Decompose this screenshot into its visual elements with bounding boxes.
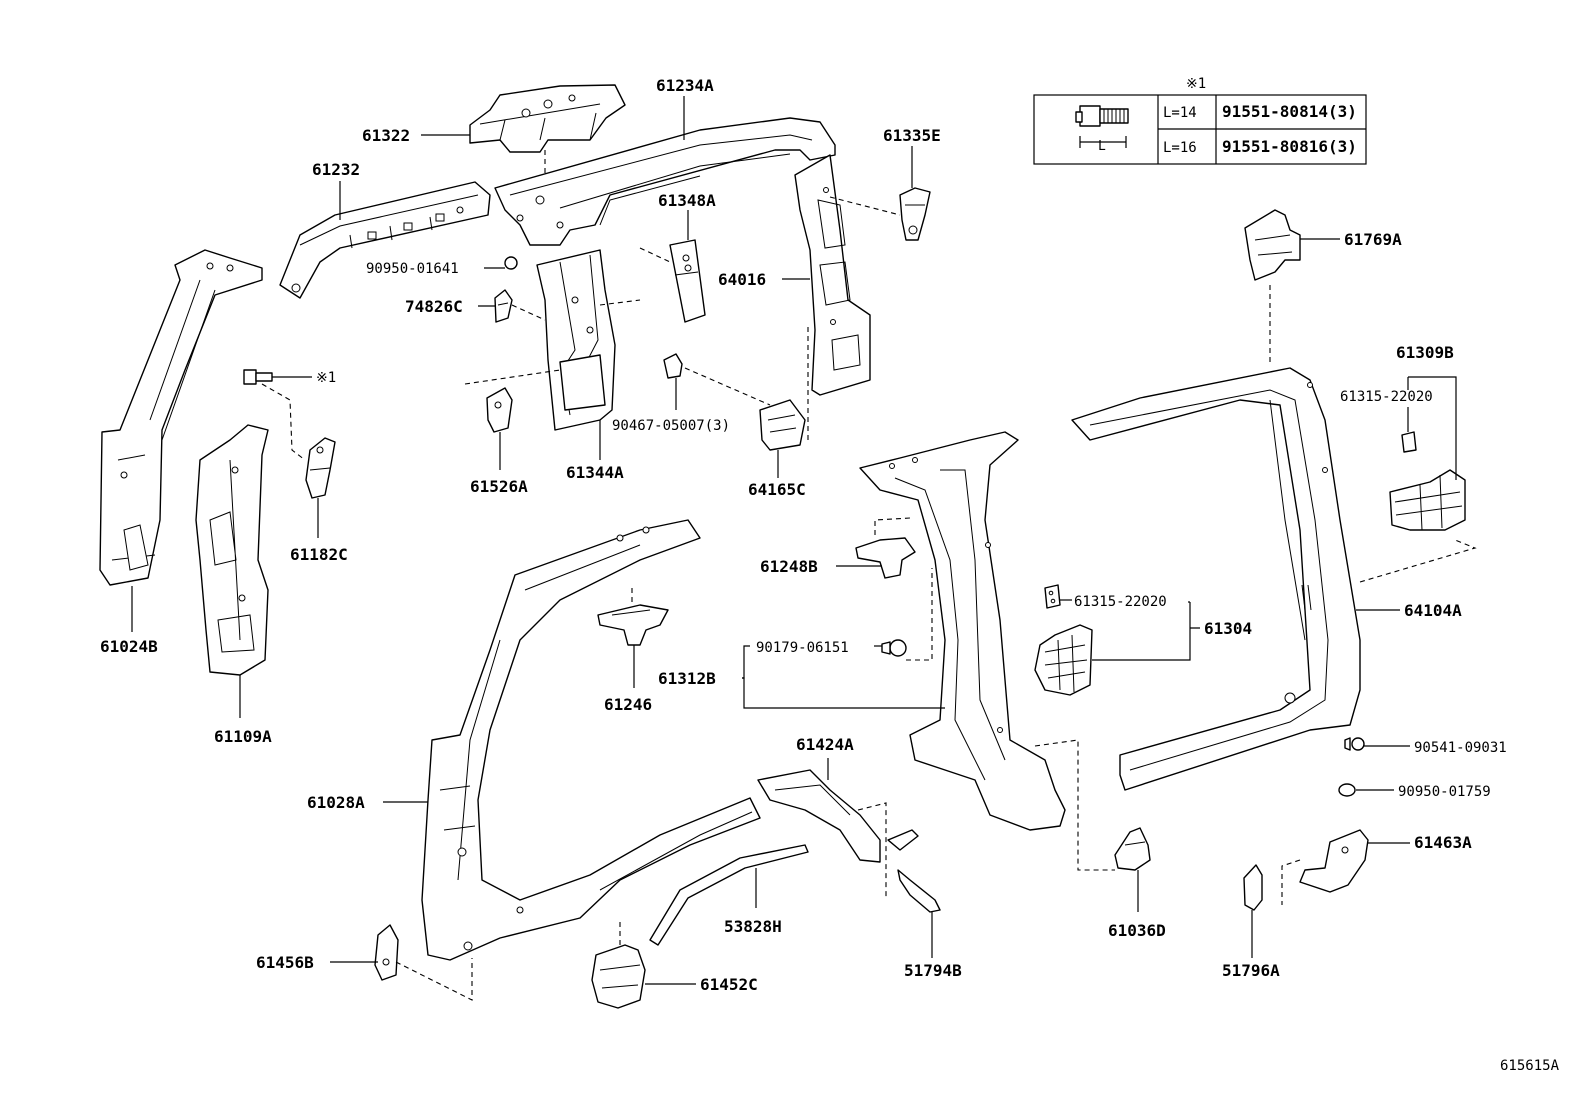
dimension-label: L [1098, 139, 1106, 154]
part-bolt-ref1-shape [243, 369, 273, 385]
part-64165C-shape [759, 399, 806, 451]
part-61348A-shape [669, 239, 706, 323]
label-90950-01759: 90950-01759 [1398, 784, 1491, 800]
part-90950-01641-shape [504, 256, 518, 270]
part-clip-shape [887, 829, 919, 851]
label-61315-22020-b: 61315-22020 [1340, 389, 1433, 405]
label-90179-06151: 90179-06151 [756, 640, 849, 656]
part-61248B-shape [855, 537, 916, 579]
label-61424A: 61424A [796, 735, 854, 754]
label-61248B: 61248B [760, 557, 818, 576]
part-61424A-shape [757, 769, 881, 863]
label-74826C: 74826C [405, 297, 463, 316]
part-61036D-shape [1114, 827, 1151, 871]
part-61769A-shape [1244, 209, 1301, 281]
label-90541-09031: 90541-09031 [1414, 740, 1507, 756]
label-61182C: 61182C [290, 545, 348, 564]
label-90467-05007: 90467-05007(3) [612, 418, 730, 434]
label-61246: 61246 [604, 695, 652, 714]
bolt-icon: L [1075, 105, 1129, 154]
label-61234A: 61234A [656, 76, 714, 95]
fastener-table: ※1 L L=14 91551-80814(3) L=16 91551-8081… [1033, 76, 1367, 165]
part-90950-01759-shape [1338, 783, 1356, 797]
part-61344A-shape [536, 249, 616, 431]
table-row-part-2: 91551-80816(3) [1222, 137, 1357, 156]
label-51794B: 51794B [904, 961, 962, 980]
label-61463A: 61463A [1414, 833, 1472, 852]
part-90179-06151-shape [881, 639, 907, 657]
part-61526A-shape [486, 387, 513, 433]
label-61312B: 61312B [658, 669, 716, 688]
part-61312B-shape [859, 431, 1066, 831]
label-61344A: 61344A [566, 463, 624, 482]
label-61232: 61232 [312, 160, 360, 179]
label-90950-01641: 90950-01641 [366, 261, 459, 277]
label-61456B: 61456B [256, 953, 314, 972]
label-61322: 61322 [362, 126, 410, 145]
label-61028A: 61028A [307, 793, 365, 812]
part-61024B-shape [99, 249, 263, 586]
label-61452C: 61452C [700, 975, 758, 994]
part-90467-05007-shape [663, 353, 683, 379]
table-row-part-1: 91551-80814(3) [1222, 102, 1357, 121]
table-row-length-2: L=16 [1163, 140, 1197, 156]
label-64104A: 64104A [1404, 601, 1462, 620]
label-64165C: 64165C [748, 480, 806, 499]
label-51796A: 51796A [1222, 961, 1280, 980]
part-61335E-shape [899, 187, 931, 241]
label-61109A: 61109A [214, 727, 272, 746]
part-61322-shape [469, 84, 626, 153]
label-64016: 64016 [718, 270, 766, 289]
part-90541-09031-shape [1344, 737, 1365, 751]
table-row-length-1: L=14 [1163, 105, 1197, 121]
label-ref1-bolt: ※1 [316, 370, 336, 386]
label-61024B: 61024B [100, 637, 158, 656]
label-61309B: 61309B [1396, 343, 1454, 362]
part-61109A-shape [195, 424, 269, 676]
part-51794B-shape [897, 869, 941, 913]
part-61463A-shape [1299, 829, 1369, 893]
label-61526A: 61526A [470, 477, 528, 496]
label-61348A: 61348A [658, 191, 716, 210]
part-61304-shape [1034, 584, 1093, 696]
part-61028A-shape [421, 519, 761, 961]
part-61182C-shape [305, 437, 336, 499]
part-74826C-shape [494, 289, 513, 323]
part-64104A-shape [1071, 367, 1361, 791]
part-61246-shape [597, 604, 669, 646]
label-61036D: 61036D [1108, 921, 1166, 940]
part-61234A-shape [494, 117, 836, 246]
table-ref-mark: ※1 [1186, 76, 1206, 92]
part-51796A-shape [1243, 864, 1263, 911]
label-61335E: 61335E [883, 126, 941, 145]
part-61456B-shape [374, 924, 399, 981]
part-53828H-shape [649, 844, 809, 946]
part-61452C-shape [591, 944, 646, 1009]
label-61769A: 61769A [1344, 230, 1402, 249]
part-64016-shape [794, 154, 871, 396]
label-61315-22020-a: 61315-22020 [1074, 594, 1167, 610]
part-61309B-shape [1389, 431, 1466, 531]
label-53828H: 53828H [724, 917, 782, 936]
part-61232-shape [279, 181, 491, 299]
label-61304: 61304 [1204, 619, 1252, 638]
figure-code: 615615A [1500, 1058, 1560, 1074]
